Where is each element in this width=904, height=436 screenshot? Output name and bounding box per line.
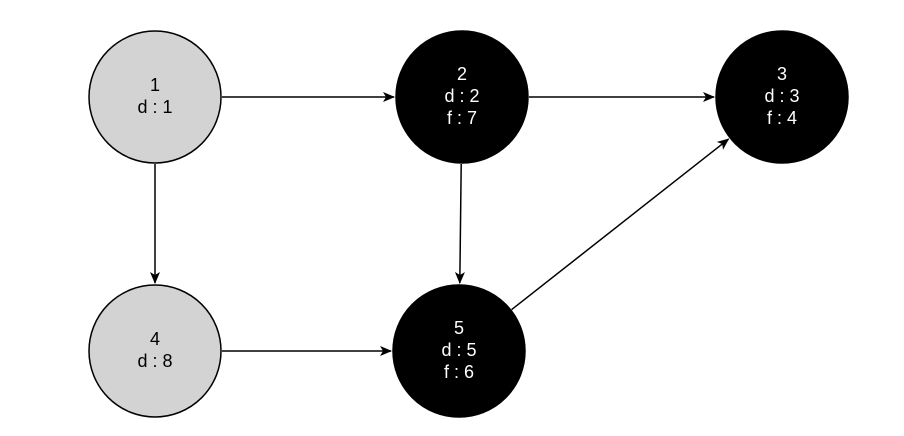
node-4-label-0: 4 [150,329,160,349]
node-3-circle [715,30,849,164]
node-2-label-0: 2 [457,64,467,84]
node-2-circle [395,30,529,164]
node-1-label-0: 1 [150,75,160,95]
node-3-label-1: d : 3 [764,86,799,106]
edge-5-to-3 [511,138,730,311]
node-2: 2d : 2f : 7 [395,30,529,164]
node-5-label-2: f : 6 [444,362,474,382]
edges-layer [150,92,730,356]
node-5-circle [392,284,526,418]
node-3: 3d : 3f : 4 [715,30,849,164]
node-4-circle [88,284,222,418]
node-5-label-0: 5 [454,318,464,338]
node-4-label-1: d : 8 [137,351,172,371]
edge-2-to-5 [454,163,465,285]
node-5: 5d : 5f : 6 [392,284,526,418]
node-2-label-2: f : 7 [447,108,477,128]
node-3-label-2: f : 4 [767,108,797,128]
node-1-circle [88,30,222,164]
node-4: 4d : 8 [88,284,222,418]
node-2-label-1: d : 2 [444,86,479,106]
node-5-label-1: d : 5 [441,340,476,360]
node-1: 1d : 1 [88,30,222,164]
node-1-label-1: d : 1 [137,97,172,117]
nodes-layer: 1d : 1 2d : 2f : 7 3d : 3f : 4 4d : 8 5d : 5… [88,30,849,418]
node-3-label-0: 3 [777,64,787,84]
